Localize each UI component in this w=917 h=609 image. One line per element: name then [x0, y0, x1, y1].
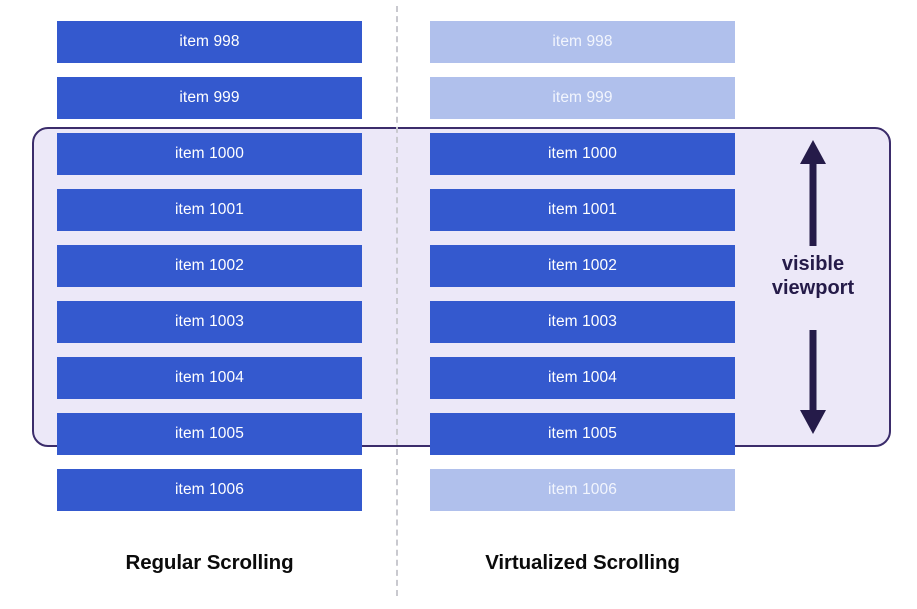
double-arrow-vertical-icon — [800, 140, 826, 434]
list-item: item 1005 — [430, 413, 735, 455]
list-item: item 1001 — [430, 189, 735, 231]
list-item: item 1004 — [430, 357, 735, 399]
regular-scrolling-column: item 998 item 999 item 1000 item 1001 it… — [57, 0, 362, 609]
list-item: item 998 — [57, 21, 362, 63]
list-item: item 1004 — [57, 357, 362, 399]
list-item: item 1006 — [57, 469, 362, 511]
list-item: item 1001 — [57, 189, 362, 231]
list-item: item 1003 — [430, 301, 735, 343]
visible-viewport-annotation: visible viewport — [748, 134, 878, 440]
virtualized-scrolling-column: item 998 item 999 item 1000 item 1001 it… — [430, 0, 735, 609]
list-item: item 1002 — [57, 245, 362, 287]
list-item: item 1002 — [430, 245, 735, 287]
list-item: item 1003 — [57, 301, 362, 343]
list-item: item 1000 — [430, 133, 735, 175]
visible-viewport-label-line2: viewport — [771, 277, 855, 299]
list-item-unrendered: item 999 — [430, 77, 735, 119]
visible-viewport-label-line1: visible — [781, 253, 845, 275]
column-divider — [396, 6, 398, 596]
list-item: item 1000 — [57, 133, 362, 175]
list-item: item 999 — [57, 77, 362, 119]
list-item-unrendered: item 998 — [430, 21, 735, 63]
list-item-unrendered: item 1006 — [430, 469, 735, 511]
visible-viewport-label: visible viewport — [748, 252, 878, 300]
list-item: item 1005 — [57, 413, 362, 455]
caption-virtualized-scrolling: Virtualized Scrolling — [485, 551, 680, 574]
caption-regular-scrolling: Regular Scrolling — [125, 551, 294, 574]
